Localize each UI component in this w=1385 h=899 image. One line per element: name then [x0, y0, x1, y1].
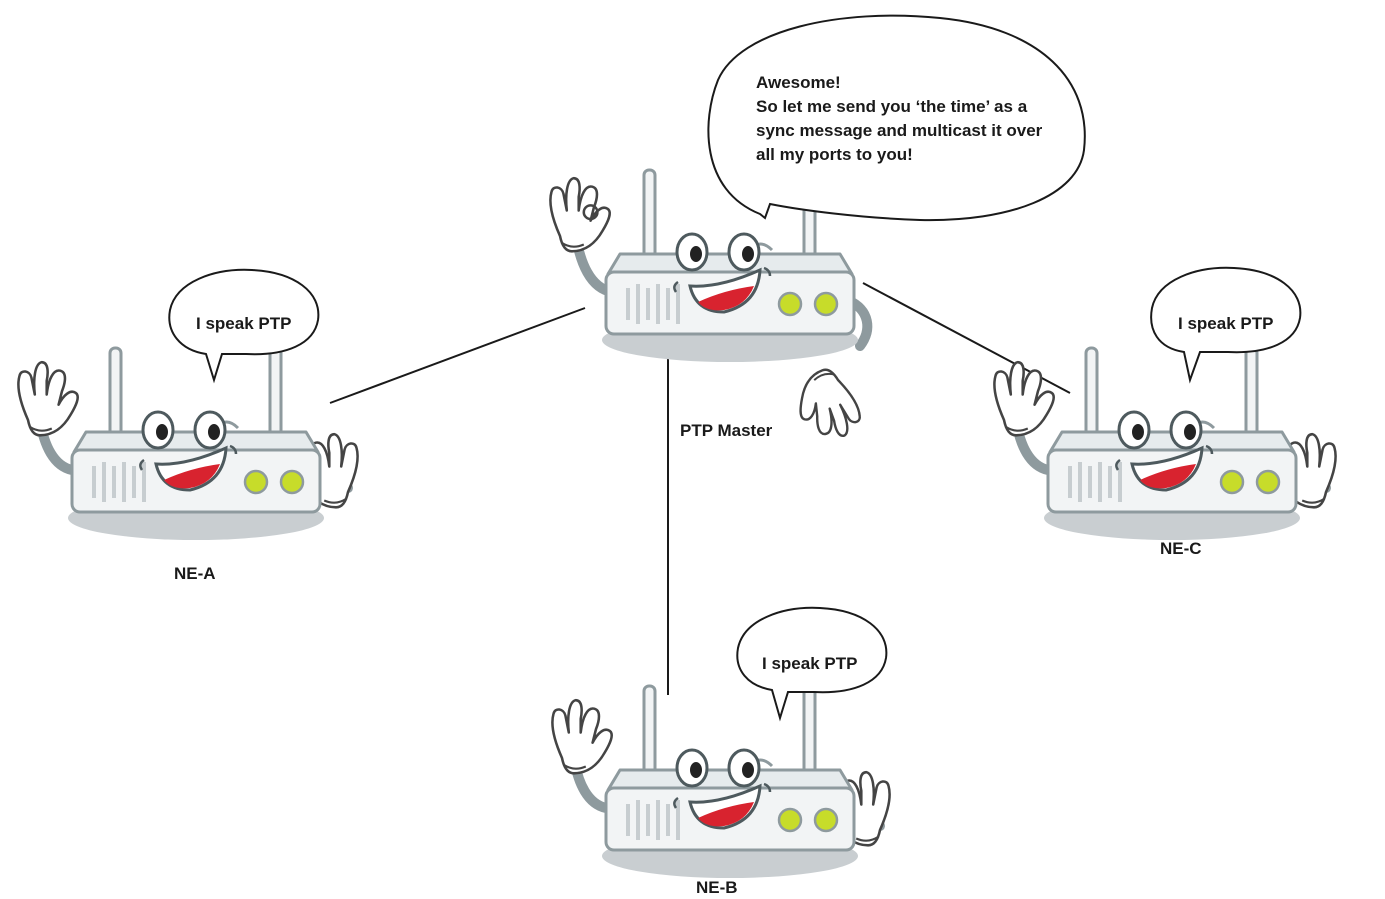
router-icon — [1042, 346, 1302, 542]
master-speech-line-1: Awesome! — [756, 73, 841, 92]
master-speech-line-3: sync message and multicast it over — [756, 121, 1043, 140]
router-ne-c — [993, 346, 1337, 542]
ne-a-label: NE-A — [174, 564, 216, 583]
router-icon — [66, 346, 326, 542]
router-ne-a — [17, 346, 359, 542]
ne-c-speech: I speak PTP — [1178, 314, 1273, 333]
ne-a-speech: I speak PTP — [196, 314, 291, 333]
hand-icon — [787, 362, 867, 449]
master-speech-line-4: all my ports to you! — [756, 145, 913, 164]
wave-hand-icon — [17, 360, 79, 437]
master-label: PTP Master — [680, 421, 773, 440]
speech-bubble-ne-c: I speak PTP — [1150, 266, 1302, 384]
wave-hand-icon — [993, 360, 1055, 437]
ne-c-label: NE-C — [1160, 539, 1202, 558]
speech-bubble-master: Awesome! So let me send you ‘the time’ a… — [707, 14, 1086, 222]
router-ne-b — [551, 684, 891, 880]
router-icon — [600, 684, 860, 880]
link-master-a — [329, 307, 586, 404]
wave-hand-icon — [551, 698, 613, 775]
ne-b-speech: I speak PTP — [762, 654, 857, 673]
speech-bubble-ne-b: I speak PTP — [736, 606, 888, 722]
ok-hand-icon — [549, 176, 611, 253]
master-speech-line-2: So let me send you ‘the time’ as a — [756, 97, 1028, 116]
master-router — [549, 168, 873, 449]
speech-bubble-ne-a: I speak PTP — [168, 268, 320, 384]
ne-b-label: NE-B — [696, 878, 738, 897]
